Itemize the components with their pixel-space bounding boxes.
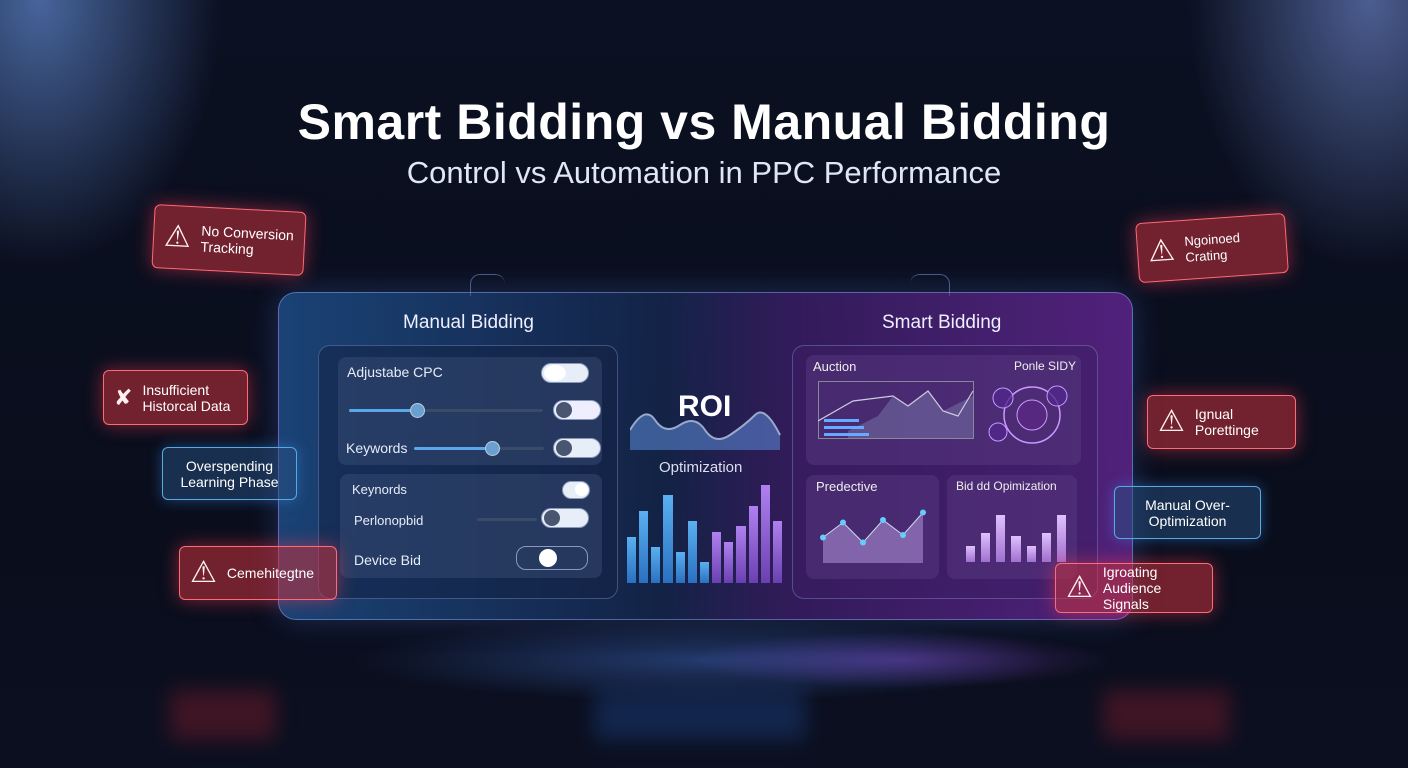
broken-heart-icon: ✘ <box>114 384 133 410</box>
alert-ignoring-audience: ⚠ Igroating Audience Signals <box>1055 563 1213 613</box>
bid-bar-chart <box>966 510 1066 562</box>
warning-icon: ⚠ <box>163 219 192 254</box>
roi-label: ROI <box>678 390 732 423</box>
alert-text: Overspending Learning Phase <box>180 457 279 490</box>
slider-thumb[interactable] <box>409 403 425 418</box>
roi-bar <box>687 521 697 583</box>
keywords-slider[interactable] <box>414 441 544 456</box>
roi-bar <box>675 552 685 583</box>
bid-slider[interactable] <box>349 403 543 418</box>
floor-reflection <box>170 690 1230 740</box>
roi-bar <box>772 521 783 583</box>
predictive-label: Predective <box>816 479 878 494</box>
device-bid-toggle[interactable] <box>516 546 588 570</box>
roi-bar <box>699 562 710 583</box>
roi-bar <box>760 485 770 583</box>
slider-thumb[interactable] <box>485 441 500 456</box>
roi-bar <box>712 531 722 583</box>
perlonopbid-slider[interactable] <box>477 518 537 521</box>
smart-bidding-title: Smart Bidding <box>882 312 1002 333</box>
predictive-point <box>880 517 886 523</box>
panel-tab-left <box>470 274 505 296</box>
alert-text: Ignual Porettinge <box>1194 406 1259 438</box>
roi-bar <box>724 541 734 583</box>
roi-wave <box>630 411 781 450</box>
warning-icon: ⚠ <box>1158 405 1185 438</box>
bid-bar <box>996 515 1006 562</box>
adjustable-cpc-toggle[interactable] <box>541 363 589 383</box>
perlonopbid-label: Perlonopbid <box>354 513 424 528</box>
predictive-point <box>860 539 866 546</box>
optimization-label: Optimization <box>659 459 743 476</box>
bid-bar <box>1056 515 1066 562</box>
roi-bar <box>736 526 746 583</box>
bid-bar <box>1011 536 1021 562</box>
alert-no-conversion: ⚠No Conversion Tracking <box>151 204 307 276</box>
alert-text: Manual Over-Optimization <box>1145 496 1230 529</box>
predictive-point <box>900 532 906 538</box>
device-bid-label: Device Bid <box>354 552 421 568</box>
predictive-point <box>920 509 926 516</box>
audience-signals-diagram <box>988 385 1068 444</box>
predictive-point <box>820 534 826 541</box>
roi-bar <box>627 536 637 583</box>
alert-ngoinoed: ⚠Ngoinoed Crating <box>1135 212 1289 284</box>
keynords-label: Keynords <box>352 482 407 497</box>
keywords-label: Keywords <box>346 440 408 456</box>
bid-optimization-label: Bid dd Opimization <box>956 479 1057 493</box>
alert-text: Ngoinoed Crating <box>1183 230 1241 265</box>
alert-text: Cemehitegtne <box>226 565 315 581</box>
predictive-panel <box>806 475 939 579</box>
alert-ignual: ⚠ Ignual Porettinge <box>1147 395 1296 449</box>
page-subtitle: Control vs Automation in PPC Performance <box>406 155 1002 190</box>
roi-bar-chart <box>627 480 783 583</box>
alert-text: No Conversion Tracking <box>200 222 295 258</box>
auction-chart <box>818 381 974 439</box>
predictive-chart <box>820 509 926 563</box>
bid-bar <box>1041 533 1051 562</box>
bid-bar <box>981 533 991 562</box>
manual-bidding-title: Manual Bidding <box>403 312 534 333</box>
predictive-point <box>840 519 846 526</box>
warning-icon: ⚠ <box>1146 233 1177 269</box>
perlonopbid-toggle[interactable] <box>541 508 589 528</box>
bid-bar <box>1026 546 1036 562</box>
panel-tab-right <box>910 274 950 296</box>
ponle-label: Ponle SIDY <box>1014 359 1077 373</box>
alert-text: Igroating Audience Signals <box>1102 564 1162 612</box>
alert-cemehitegtne: ⚠ Cemehitegtne <box>179 546 337 600</box>
alert-insufficient-data: ✘ Insufficient Historcal Data <box>103 370 248 425</box>
predictive-area <box>823 512 923 563</box>
toggle-2[interactable] <box>553 400 601 420</box>
alert-overspending: Overspending Learning Phase <box>162 447 297 500</box>
roi-bar <box>663 495 673 583</box>
roi-bar <box>639 510 649 583</box>
predictive-line <box>822 512 924 544</box>
warning-icon: ⚠ <box>190 556 217 589</box>
roi-bar <box>748 505 758 583</box>
page-title: Smart Bidding vs Manual Bidding <box>297 94 1111 150</box>
bid-bar <box>966 546 976 562</box>
manual-controls-card <box>318 345 618 599</box>
auction-label: Auction <box>813 359 857 374</box>
warning-icon: ⚠ <box>1066 571 1093 604</box>
keywords-toggle[interactable] <box>553 438 601 458</box>
roi-bar <box>651 546 661 583</box>
adjustable-cpc-label: Adjustabe CPC <box>347 364 443 380</box>
alert-text: Insufficient Historcal Data <box>142 381 231 414</box>
alert-manual-over-optimization: Manual Over-Optimization <box>1114 486 1261 539</box>
keynords-toggle[interactable] <box>562 481 590 499</box>
